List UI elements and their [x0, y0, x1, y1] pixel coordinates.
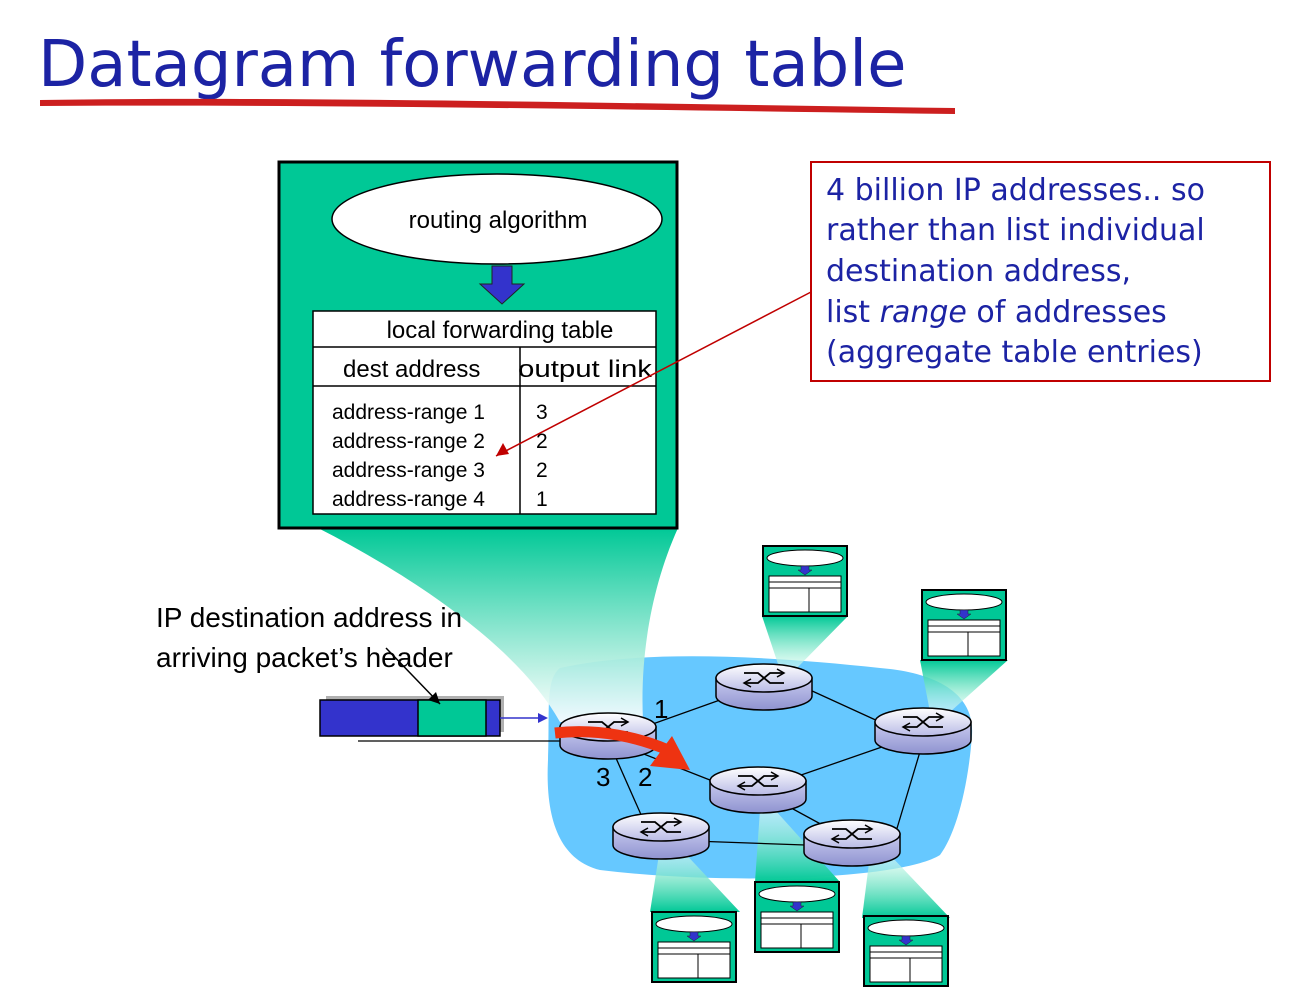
header-pointer: [385, 647, 441, 705]
callout-line: 4 billion IP addresses.. so: [826, 173, 1205, 208]
table-row-dest: address-range 3: [332, 459, 485, 482]
callout-box: [810, 161, 1271, 382]
table-row-dest: address-range 2: [332, 430, 485, 453]
zoom-beam: [318, 528, 678, 722]
mini-table-icon: [754, 881, 840, 953]
router-icon: [612, 812, 710, 860]
callout-line: list range of addresses: [826, 295, 1167, 330]
mini-table-icon: [863, 915, 949, 987]
mini-beam: [920, 660, 1008, 712]
callout-line: rather than list individual: [826, 213, 1205, 248]
forward-arrow: [554, 726, 671, 756]
port-label-2: 2: [638, 762, 652, 792]
packet-label-line1: IP destination address in: [156, 602, 462, 633]
table-row-link: 2: [536, 430, 548, 453]
mini-table-icon: [651, 911, 737, 983]
routing-algorithm-label: routing algorithm: [409, 207, 588, 234]
mini-beam: [862, 855, 950, 918]
routing-algorithm-ellipse: [331, 173, 663, 265]
table-row-dest: address-range 4: [332, 488, 485, 511]
down-arrow-icon: [478, 265, 526, 305]
callout-line: (aggregate table entries): [826, 335, 1203, 370]
router-icon: [715, 663, 813, 711]
router-icon: [803, 819, 901, 867]
port-label-3: 3: [596, 762, 610, 792]
packet-label-line2: arriving packet’s header: [156, 642, 453, 673]
page-title: Datagram forwarding table: [38, 28, 906, 102]
forwarding-table: [312, 310, 657, 515]
packet-header: [417, 699, 487, 737]
col-header-link: output link: [518, 356, 653, 383]
mini-table-icon: [762, 545, 848, 617]
router-icon: [874, 707, 972, 755]
mini-beam: [762, 616, 848, 670]
table-rows: address-range 1 3 address-range 2 2 address-…: [332, 401, 548, 511]
callout-line: destination address,: [826, 254, 1131, 289]
router-icon: [709, 766, 807, 814]
mini-beam: [650, 848, 740, 912]
table-row-link: 1: [536, 488, 548, 511]
mini-table-icon: [921, 589, 1007, 661]
mini-beam: [755, 810, 840, 882]
callout-pointer: [495, 291, 812, 457]
port-label-1: 1: [654, 694, 668, 724]
forward-arrowhead-icon: [650, 736, 690, 770]
col-header-dest: dest address: [343, 356, 480, 383]
title-underline: [40, 98, 955, 114]
table-row-link: 3: [536, 401, 548, 424]
table-row-dest: address-range 1: [332, 401, 485, 424]
callout-arrowhead-icon: [496, 443, 509, 456]
table-row-link: 2: [536, 459, 548, 482]
table-title: local forwarding table: [387, 317, 614, 344]
